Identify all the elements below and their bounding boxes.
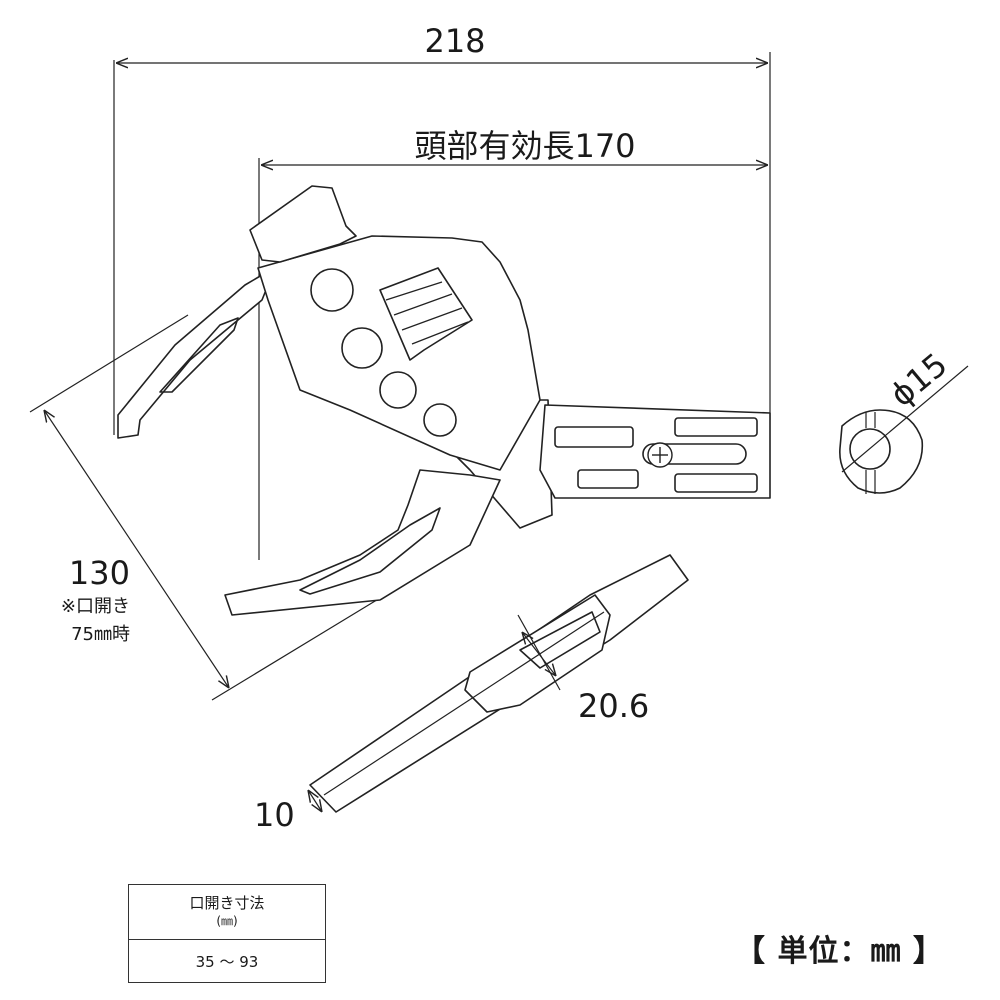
hole-3 — [379, 371, 417, 409]
jaw-note-line-2: 75㎜時 — [71, 624, 130, 645]
screw-icon — [647, 442, 673, 468]
handle-slot — [642, 443, 747, 465]
wrench-front-view — [117, 185, 771, 616]
spec-table-header: 口開き寸法 (㎜) — [128, 884, 326, 940]
pin-diameter-label: ϕ15 — [883, 345, 955, 414]
hole-1 — [310, 268, 354, 312]
head-length-label: 頭部有効長170 — [414, 127, 635, 165]
handle-pocket-3 — [674, 417, 758, 437]
dimension-10 — [308, 790, 322, 812]
movable-jaw — [224, 469, 501, 616]
dimension-218 — [113, 52, 771, 435]
thickness-head-label: 20.6 — [578, 687, 649, 725]
fixed-jaw — [117, 274, 269, 439]
handle-pocket-2 — [577, 469, 639, 489]
jaw-note-line-1: ※口開き — [61, 596, 130, 617]
top-rail — [249, 185, 357, 263]
spec-table-value: 35 ～ 93 — [128, 939, 326, 983]
movable-jaw-slot — [299, 507, 441, 595]
spec-header-unit: (㎜) — [216, 914, 238, 928]
handle-pocket-4 — [674, 473, 758, 493]
body-plate — [257, 235, 541, 471]
jaw-opening-spec-table: 口開き寸法 (㎜) 35 ～ 93 — [128, 884, 326, 983]
unit-note: 【 単位：㎜ 】 — [735, 934, 944, 969]
fixed-jaw-slot — [159, 317, 239, 393]
jaw-height-label: 130 — [69, 554, 130, 592]
hole-2 — [341, 327, 383, 369]
worm-gear — [379, 267, 473, 361]
dimension-130 — [29, 314, 386, 701]
hole-4 — [423, 403, 457, 437]
dimension-20-6 — [517, 614, 561, 691]
pin-section — [839, 365, 969, 494]
overall-length-label: 218 — [424, 22, 485, 60]
handle-pocket-1 — [554, 426, 634, 448]
spec-header-label: 口開き寸法 — [189, 894, 265, 912]
thickness-handle-label: 10 — [254, 796, 295, 834]
